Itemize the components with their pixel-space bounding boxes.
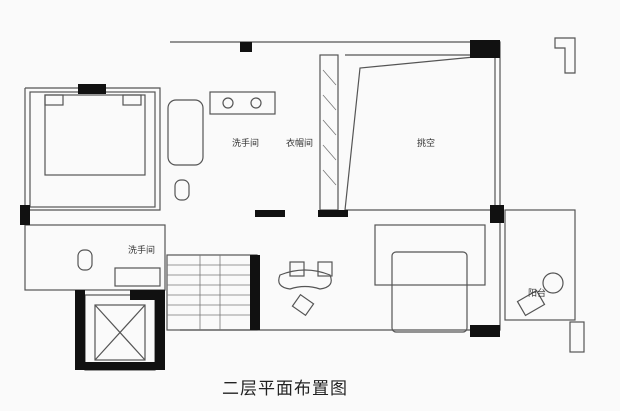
chair-2 [317, 261, 333, 277]
void-outline [344, 54, 496, 211]
master-bedroom [29, 91, 156, 208]
plan-title: 二层平面布置图 [222, 379, 348, 399]
room-label-bathroom-2: 洗手间 [128, 246, 156, 256]
sink-2 [250, 97, 262, 109]
pillow-left-1 [44, 94, 64, 106]
outer-wall [170, 41, 501, 331]
solid-walls [20, 40, 504, 370]
curved-sofa [278, 269, 332, 290]
bathroom-2-area [24, 224, 166, 291]
closet-rack [319, 54, 339, 211]
north-symbol [554, 37, 576, 74]
toilet-1 [174, 179, 190, 201]
vanity [209, 91, 276, 115]
tub-2 [114, 267, 161, 287]
balcony-chair [516, 289, 546, 317]
room-label-cloakroom: 衣帽间 [286, 139, 314, 149]
left-wing-wall [24, 87, 161, 211]
sink-1 [222, 97, 234, 109]
bathtub [167, 99, 204, 166]
bed-right [391, 251, 468, 333]
room-label-bathroom-1: 洗手间 [232, 139, 260, 149]
stairs [166, 254, 258, 331]
balcony-table [542, 272, 564, 294]
pillow-left-2 [122, 94, 142, 106]
chair-1 [289, 261, 305, 277]
toilet-2 [77, 249, 93, 271]
room-label-balcony: 阳台 [528, 289, 547, 299]
room-label-void: 挑空 [417, 139, 436, 149]
chair-3 [291, 293, 315, 317]
bed-right-base [374, 224, 486, 286]
bed-left [44, 94, 146, 176]
balcony-outline [504, 209, 576, 321]
